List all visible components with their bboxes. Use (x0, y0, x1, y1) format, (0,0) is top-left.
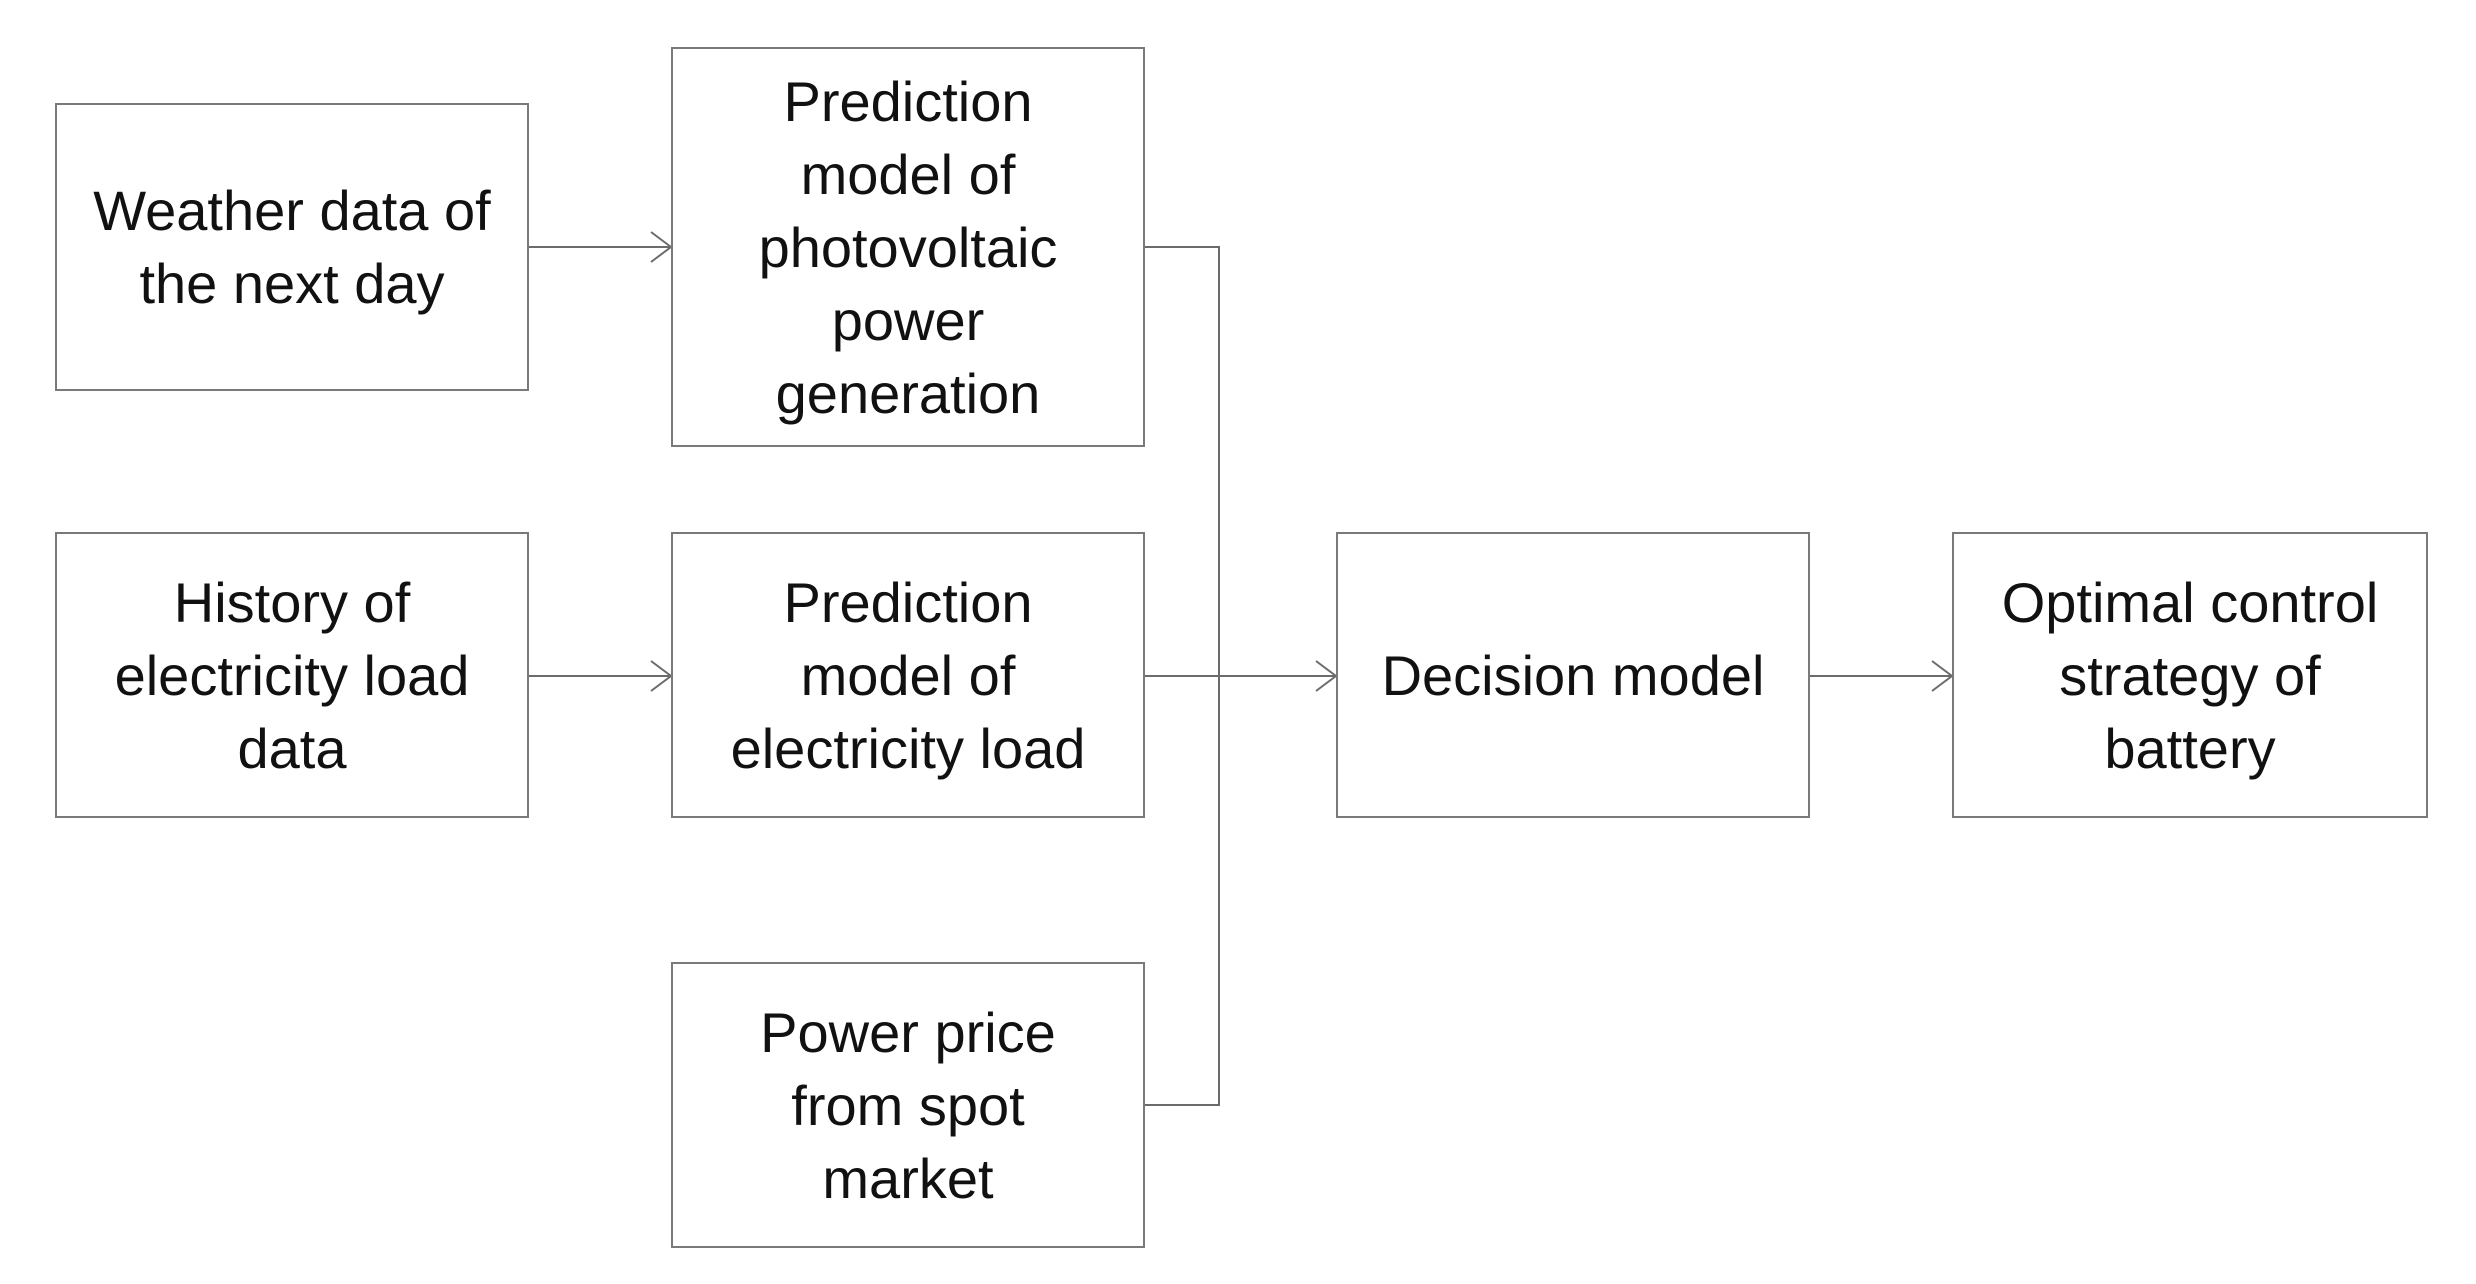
load-history-label: History of electricity load data (114, 570, 470, 780)
power-price-box: Power price from spot market (671, 962, 1145, 1248)
load-prediction-model-box: Prediction model of electricity load (671, 532, 1145, 818)
pv-prediction-model-box: Prediction model of photovoltaic power g… (671, 47, 1145, 447)
load-prediction-model-label: Prediction model of electricity load (730, 570, 1086, 780)
weather-data-label: Weather data of the next day (93, 179, 491, 315)
weather-data-box: Weather data of the next day (55, 103, 529, 391)
decision-model-box: Decision model (1336, 532, 1810, 818)
edge-price-to-bus (1145, 676, 1220, 1106)
pv-prediction-model-label: Prediction model of photovoltaic power g… (758, 69, 1058, 425)
control-strategy-label: Optimal control strategy of battery (2001, 570, 2379, 780)
power-price-label: Power price from spot market (760, 1000, 1056, 1210)
control-strategy-box: Optimal control strategy of battery (1952, 532, 2428, 818)
load-history-box: History of electricity load data (55, 532, 529, 818)
decision-model-label: Decision model (1381, 643, 1765, 707)
edge-pv-model-to-bus (1145, 246, 1220, 676)
